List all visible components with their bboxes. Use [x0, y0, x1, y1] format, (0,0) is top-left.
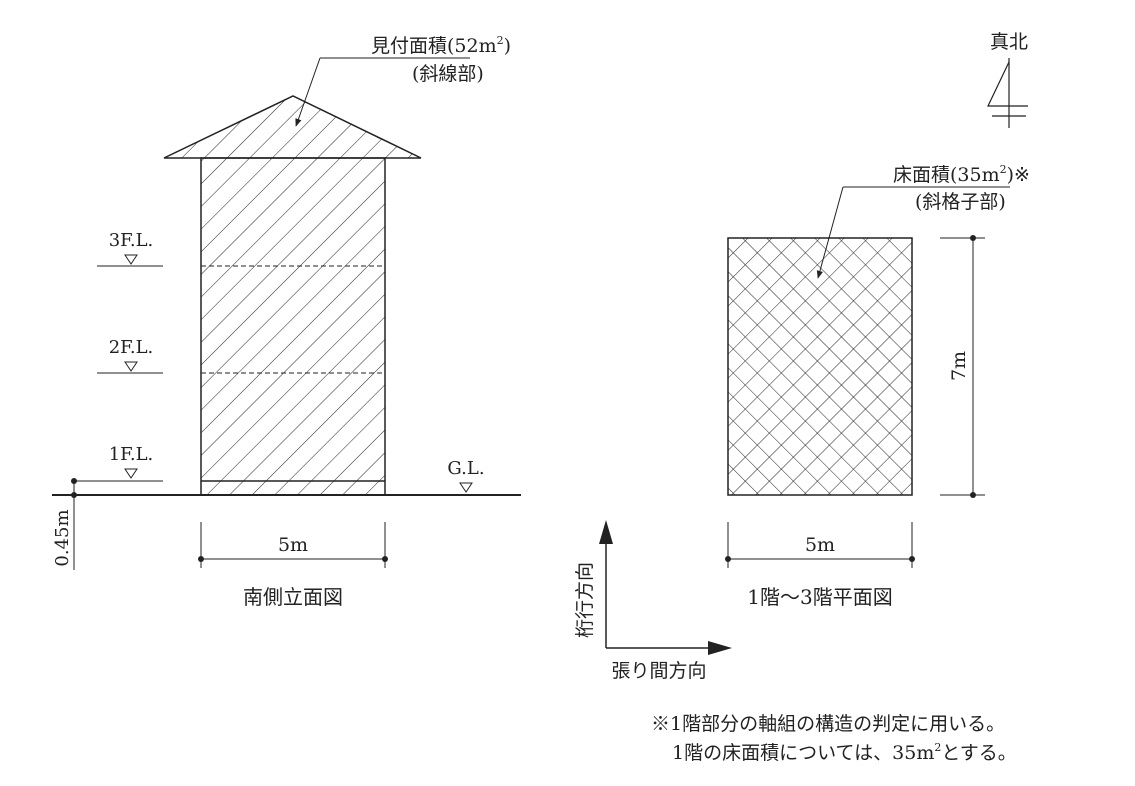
level-mark-3f: 3F.L. [97, 230, 163, 267]
axis-horizontal-label: 張り間方向 [611, 660, 706, 682]
north-label: 真北 [990, 31, 1028, 53]
dimension-depth-plan-label: 7m [948, 351, 970, 381]
direction-axes: 桁行方向 張り間方向 [574, 520, 732, 682]
dimension-width-plan: 5m [725, 522, 915, 568]
south-elevation: 3F.L. 2F.L. 1F.L. G.L. 0.45m [52, 34, 521, 609]
footnote-line2: 1階の床面積については、35m2とする。 [672, 741, 1017, 764]
plan-callout-line2: (斜格子部) [915, 191, 1006, 213]
dimension-width-elev: 5m [198, 522, 388, 568]
elevation-callout-line2: (斜線部) [412, 63, 484, 85]
level-label-1f: 1F.L. [109, 444, 154, 465]
dimension-width-plan-label: 5m [805, 534, 835, 556]
dimension-width-elev-label: 5m [278, 534, 308, 556]
level-mark-1f: 1F.L. [74, 444, 163, 482]
dimension-045-label: 0.45m [52, 509, 73, 566]
elevation-callout: 見付面積(52m2) (斜線部) [295, 34, 511, 127]
dimension-depth-plan: 7m [940, 235, 985, 498]
axis-arrow-up-icon [599, 520, 613, 544]
plan-caption: 1階～3階平面図 [747, 585, 892, 609]
axis-vertical-label: 桁行方向 [574, 562, 596, 638]
north-icon [987, 58, 1028, 128]
level-mark-2f: 2F.L. [97, 337, 163, 374]
plan-callout-line1: 床面積(35m2)※ [893, 163, 1030, 186]
level-label-3f: 3F.L. [109, 230, 154, 251]
north-arrow: 真北 [987, 31, 1028, 128]
level-label-2f: 2F.L. [109, 337, 154, 358]
plan-callout: 床面積(35m2)※ (斜格子部) [816, 163, 1030, 279]
elevation-roof [163, 95, 422, 159]
footnote: ※1階部分の軸組の構造の判定に用いる。 1階の床面積については、35m2とする。 [651, 713, 1017, 764]
floor-plan: 7m 5m 1階～3階平面図 床面積(35m2)※ (斜格子部) [725, 163, 1030, 609]
elevation-callout-line1: 見付面積(52m2) [371, 34, 511, 57]
gl-label: G.L. [447, 458, 484, 479]
dimension-045: 0.45m [52, 478, 77, 570]
level-mark-gl: G.L. [447, 458, 485, 493]
elevation-caption: 南側立面図 [243, 585, 343, 609]
elevation-wall [200, 157, 386, 496]
footnote-line1: ※1階部分の軸組の構造の判定に用いる。 [651, 713, 1005, 735]
plan-area [727, 237, 913, 496]
axis-arrow-right-icon [708, 641, 732, 655]
